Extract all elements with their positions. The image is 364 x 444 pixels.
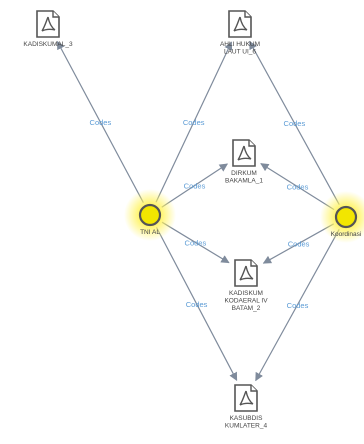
- edge-tni_al-to-kadiskum_kodaeral: [161, 221, 230, 264]
- code-node-tni_al[interactable]: TNI AL: [124, 189, 176, 241]
- pdf-document-icon: [36, 10, 60, 38]
- document-node-label: BATAM_2: [232, 305, 261, 312]
- edge-koordinasi-to-kadiskum_kodaeral: [262, 223, 335, 264]
- edge-label: Codes: [288, 240, 310, 249]
- edge-label: Codes: [185, 238, 207, 247]
- code-node-circle-icon: [334, 205, 358, 229]
- document-node-label: KADISKUM: [229, 290, 263, 297]
- document-node-label: KASUBDIS: [230, 415, 264, 422]
- edge-tni_al-to-dirkum: [161, 163, 229, 208]
- edge-label: Codes: [186, 300, 208, 309]
- edge-label: Codes: [184, 182, 206, 191]
- document-node-label: LAUT UI_6: [224, 49, 256, 56]
- pdf-document-icon: [234, 259, 258, 287]
- code-node-label: TNI AL: [140, 229, 160, 236]
- edge-label: Codes: [183, 118, 205, 127]
- document-node-kadiskumal_3[interactable]: KADISKUMAL_3: [23, 10, 73, 48]
- code-node-circle-icon: [138, 203, 162, 227]
- edge-koordinasi-to-dirkum: [260, 163, 335, 211]
- edge-koordinasi-to-kasubdis: [255, 229, 340, 382]
- pdf-document-icon: [232, 139, 256, 167]
- edge-label: Codes: [287, 301, 309, 310]
- document-node-label: KODAERAL IV: [224, 298, 268, 305]
- document-node-label: KUMLATER_4: [225, 423, 268, 430]
- edge-tni_al-to-kadiskumal_3: [56, 40, 144, 203]
- code-node-koordinasi[interactable]: Koordinasi: [320, 191, 364, 243]
- document-node-label: AHLI HUKUM: [220, 41, 260, 48]
- document-node-label: KADISKUMAL_3: [23, 41, 73, 48]
- document-node-label: BAKAMLA_1: [225, 178, 263, 185]
- code-node-label: Koordinasi: [331, 231, 362, 238]
- edge-label: Codes: [284, 119, 306, 128]
- pdf-document-icon: [234, 384, 258, 412]
- document-node-label: DIRKUM: [231, 170, 257, 177]
- edge-label: Codes: [287, 183, 309, 192]
- edge-tni_al-to-ahli_hukum: [155, 41, 233, 203]
- edge-label: Codes: [90, 118, 112, 127]
- edge-koordinasi-to-ahli_hukum: [249, 40, 340, 205]
- pdf-document-icon: [228, 10, 252, 38]
- edge-tni_al-to-kasubdis: [155, 227, 238, 382]
